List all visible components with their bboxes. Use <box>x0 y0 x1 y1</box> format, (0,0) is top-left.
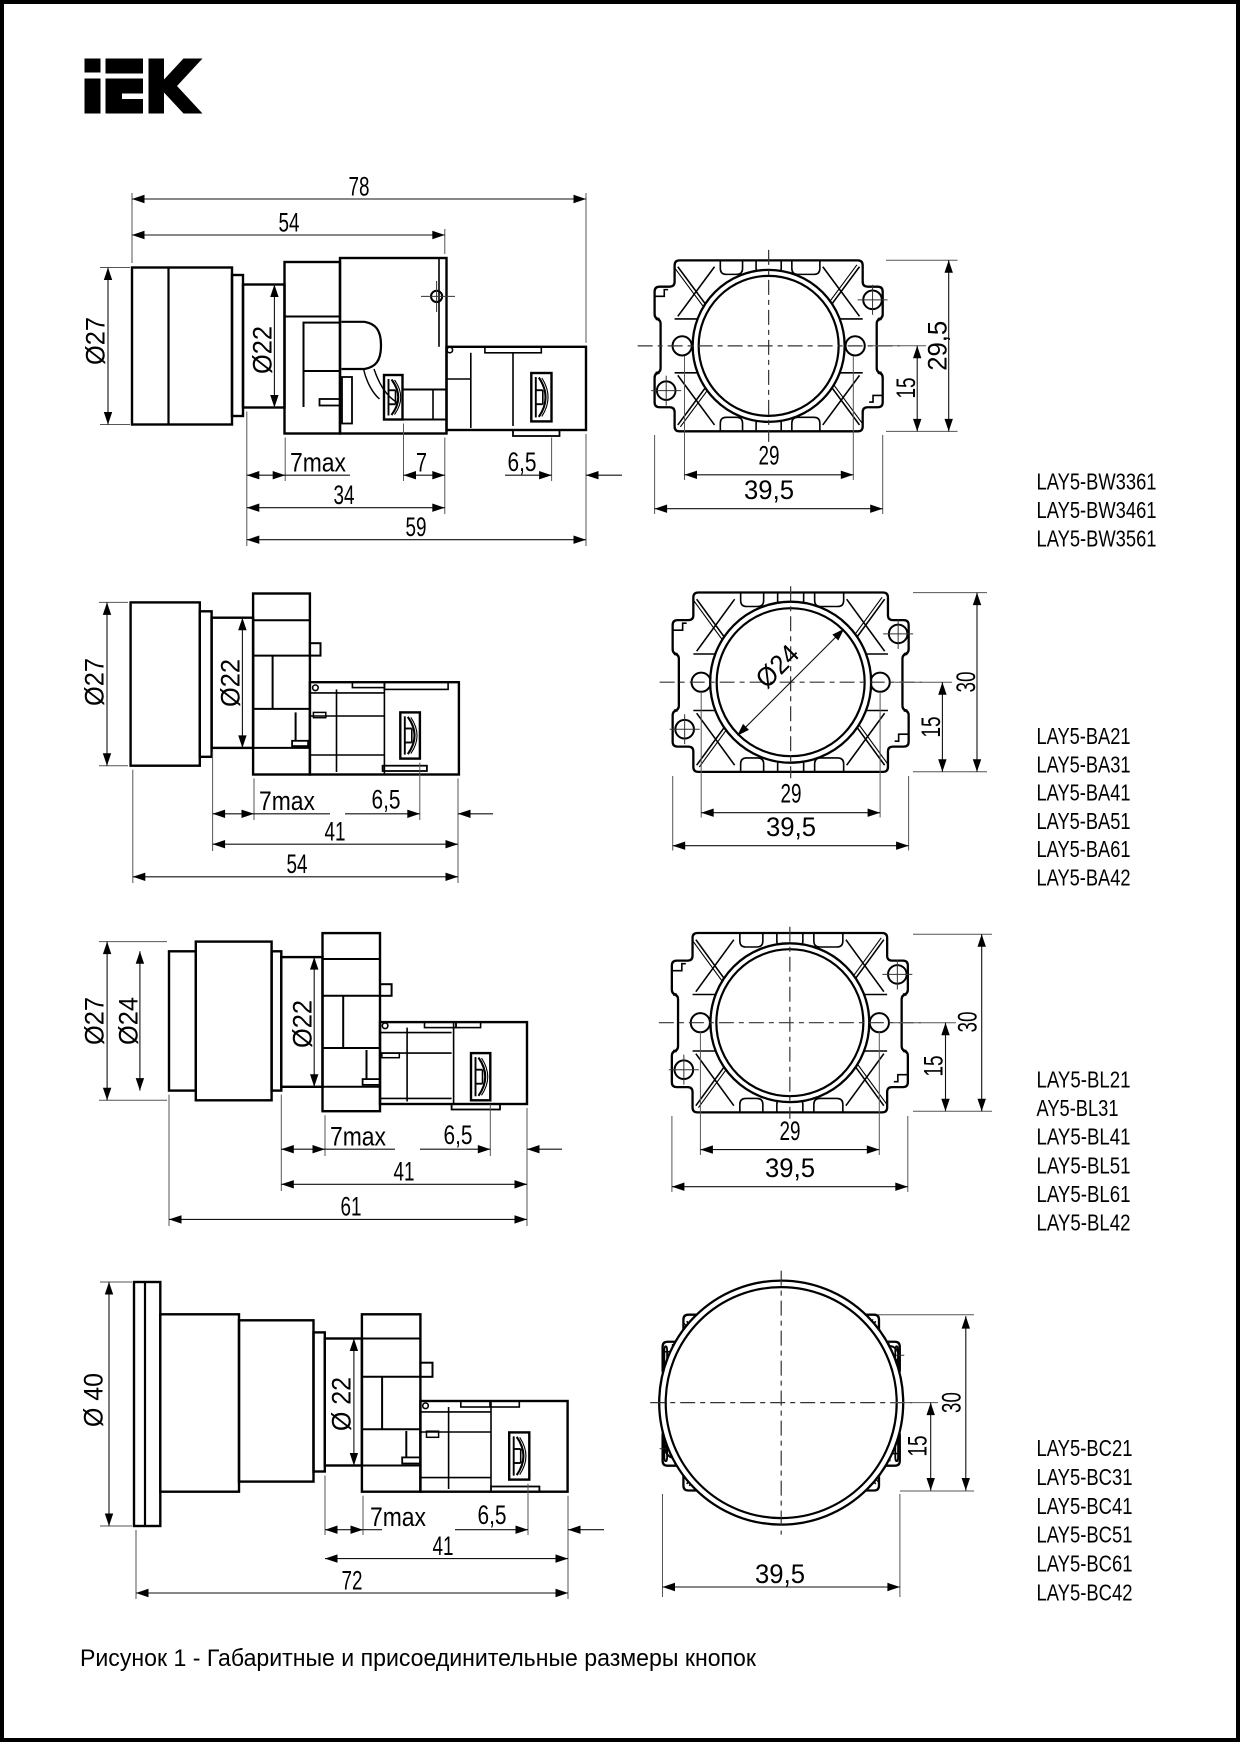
svg-text:54: 54 <box>287 849 308 879</box>
svg-text:6,5: 6,5 <box>508 447 537 477</box>
svg-text:LAY5-BW3361: LAY5-BW3361 <box>1037 469 1157 495</box>
svg-text:LAY5-BC21: LAY5-BC21 <box>1037 1435 1133 1461</box>
svg-text:6,5: 6,5 <box>444 1120 473 1150</box>
svg-text:LAY5-BA31: LAY5-BA31 <box>1037 751 1131 777</box>
svg-text:39,5: 39,5 <box>755 1559 805 1589</box>
svg-text:39,5: 39,5 <box>744 475 794 505</box>
svg-text:41: 41 <box>394 1157 415 1187</box>
svg-text:Ø22: Ø22 <box>288 1000 318 1048</box>
svg-text:Ø27: Ø27 <box>81 317 111 365</box>
svg-text:41: 41 <box>325 817 346 847</box>
svg-text:AY5-BL31: AY5-BL31 <box>1037 1095 1119 1121</box>
svg-text:7max: 7max <box>259 786 315 816</box>
svg-text:7max: 7max <box>370 1502 426 1532</box>
svg-text:LAY5-BA42: LAY5-BA42 <box>1037 865 1131 891</box>
svg-text:61: 61 <box>341 1192 362 1222</box>
svg-text:LAY5-BA21: LAY5-BA21 <box>1037 723 1131 749</box>
svg-text:LAY5-BC42: LAY5-BC42 <box>1037 1580 1133 1606</box>
svg-text:LAY5-BA41: LAY5-BA41 <box>1037 780 1131 806</box>
svg-text:LAY5-BL51: LAY5-BL51 <box>1037 1152 1131 1178</box>
svg-text:6,5: 6,5 <box>478 1500 507 1530</box>
svg-text:Ø24: Ø24 <box>114 997 144 1045</box>
svg-text:LAY5-BC41: LAY5-BC41 <box>1037 1493 1133 1519</box>
svg-text:29: 29 <box>759 441 780 471</box>
svg-text:LAY5-BA51: LAY5-BA51 <box>1037 808 1131 834</box>
svg-text:LAY5-BL61: LAY5-BL61 <box>1037 1181 1131 1207</box>
svg-text:LAY5-BA61: LAY5-BA61 <box>1037 836 1131 862</box>
svg-text:6,5: 6,5 <box>372 785 401 815</box>
svg-text:Ø 40: Ø 40 <box>79 1373 109 1427</box>
svg-text:LAY5-BL42: LAY5-BL42 <box>1037 1210 1131 1236</box>
svg-text:Ø22: Ø22 <box>216 659 246 707</box>
svg-text:39,5: 39,5 <box>765 1153 815 1183</box>
svg-text:15: 15 <box>903 1436 933 1457</box>
svg-text:30: 30 <box>951 672 981 693</box>
svg-text:Ø27: Ø27 <box>80 997 110 1045</box>
svg-text:LAY5-BL41: LAY5-BL41 <box>1037 1124 1131 1150</box>
svg-text:Рисунок 1 - Габаритные и присо: Рисунок 1 - Габаритные и присоединительн… <box>80 1645 756 1672</box>
svg-text:30: 30 <box>937 1392 967 1413</box>
svg-text:7: 7 <box>416 448 427 478</box>
svg-text:LAY5-BL21: LAY5-BL21 <box>1037 1067 1131 1093</box>
svg-text:41: 41 <box>433 1531 454 1561</box>
svg-text:30: 30 <box>953 1012 983 1033</box>
svg-text:Ø27: Ø27 <box>80 658 110 706</box>
svg-text:15: 15 <box>919 1056 949 1077</box>
svg-text:LAY5-BC61: LAY5-BC61 <box>1037 1551 1133 1577</box>
svg-text:15: 15 <box>891 378 921 399</box>
svg-text:Ø22: Ø22 <box>248 326 278 374</box>
svg-text:7max: 7max <box>290 448 346 478</box>
svg-text:LAY5-BW3561: LAY5-BW3561 <box>1037 525 1157 551</box>
svg-text:29: 29 <box>780 1116 801 1146</box>
svg-text:29,5: 29,5 <box>923 321 953 371</box>
svg-text:78: 78 <box>349 172 370 202</box>
svg-text:7max: 7max <box>330 1122 386 1152</box>
svg-text:LAY5-BW3461: LAY5-BW3461 <box>1037 497 1157 523</box>
svg-text:34: 34 <box>334 480 355 510</box>
svg-text:LAY5-BC31: LAY5-BC31 <box>1037 1464 1133 1490</box>
svg-text:15: 15 <box>916 717 946 738</box>
svg-text:72: 72 <box>342 1566 363 1596</box>
svg-text:29: 29 <box>781 779 802 809</box>
svg-text:54: 54 <box>279 208 300 238</box>
svg-text:59: 59 <box>406 512 427 542</box>
svg-text:Ø 22: Ø 22 <box>327 1377 357 1431</box>
svg-text:LAY5-BC51: LAY5-BC51 <box>1037 1522 1133 1548</box>
svg-text:39,5: 39,5 <box>766 812 816 842</box>
